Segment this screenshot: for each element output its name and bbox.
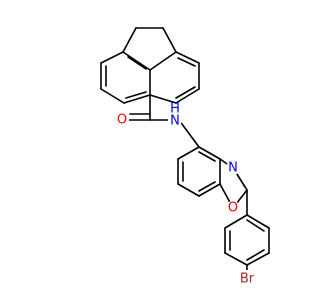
bond <box>246 249 265 261</box>
molecule-structure: O H N N O Br <box>100 27 270 287</box>
bond <box>122 27 137 53</box>
bond <box>175 86 196 99</box>
atom-labels: O H N N O Br <box>115 102 259 287</box>
bond <box>127 56 147 70</box>
amide-hydrogen-label: H <box>170 102 180 117</box>
bond <box>100 51 124 64</box>
oxazole-oxygen-atom: O <box>226 201 240 216</box>
bromophenyl-bonds <box>224 189 270 275</box>
acenaphthene-bonds <box>100 27 200 104</box>
bromine-atom: Br <box>235 270 259 287</box>
bond <box>178 119 200 148</box>
bond <box>177 146 200 160</box>
bond <box>224 252 248 266</box>
bond <box>100 88 125 104</box>
bond <box>175 88 200 104</box>
bond <box>236 173 246 188</box>
benzoxazole-bonds <box>177 146 248 209</box>
carbonyl-oxygen-label: O <box>117 113 127 128</box>
carbonyl-oxygen-atom: O <box>115 113 129 128</box>
oxazole-nitrogen-atom: N <box>226 161 240 176</box>
bond <box>198 146 221 160</box>
amide-bonds <box>128 94 200 148</box>
bond <box>149 51 177 71</box>
bromine-label: Br <box>240 272 255 287</box>
bond <box>246 214 270 229</box>
bond <box>175 51 200 64</box>
bond <box>224 214 248 229</box>
bond <box>123 94 151 104</box>
bond <box>198 151 216 162</box>
bond <box>246 219 265 232</box>
amide-nitrogen-label: N <box>170 114 180 129</box>
bond <box>125 91 147 99</box>
bond <box>162 27 177 53</box>
oxazole-nitrogen-label: N <box>228 161 238 176</box>
bond <box>177 183 200 197</box>
bond <box>149 94 177 104</box>
amide-nitrogen-atom: H N <box>168 102 182 129</box>
bond <box>198 183 221 197</box>
bond <box>246 252 270 266</box>
bond <box>198 181 216 192</box>
bond <box>122 51 151 71</box>
oxazole-oxygen-label: O <box>228 201 238 216</box>
bond <box>177 57 196 67</box>
